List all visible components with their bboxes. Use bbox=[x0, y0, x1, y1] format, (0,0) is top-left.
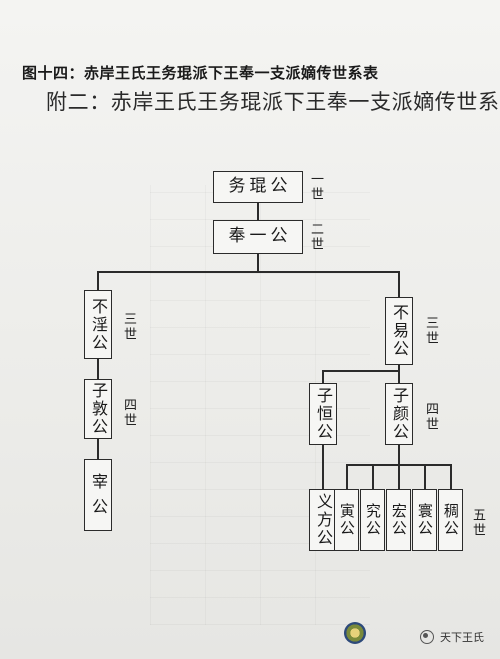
generation-label-4-left: 四世 bbox=[121, 398, 136, 428]
watermark-text: 天下王氏 bbox=[440, 631, 484, 644]
node-zai: 宰 公 bbox=[84, 459, 112, 531]
connector bbox=[398, 271, 400, 298]
node-chou: 稠公 bbox=[438, 489, 463, 551]
connector bbox=[97, 271, 99, 291]
node-ziheng: 子恒公 bbox=[309, 383, 337, 445]
connector bbox=[257, 202, 259, 220]
connector bbox=[97, 438, 99, 460]
node-hong: 宏公 bbox=[386, 489, 411, 551]
node-fengyi: 奉一公 bbox=[213, 220, 303, 254]
connector bbox=[322, 445, 324, 490]
generation-label-3-left: 三世 bbox=[121, 312, 136, 342]
node-jiu: 究公 bbox=[360, 489, 385, 551]
connector bbox=[372, 464, 374, 490]
connector bbox=[97, 358, 99, 380]
generation-label-3-right: 三世 bbox=[423, 316, 438, 346]
connector bbox=[257, 253, 259, 272]
watermark: 天下王氏 bbox=[420, 629, 484, 645]
wechat-channel-icon bbox=[420, 630, 434, 644]
connector bbox=[398, 464, 400, 490]
connector bbox=[424, 464, 426, 490]
node-huan: 寰公 bbox=[412, 489, 437, 551]
generation-label-1: 一世 bbox=[308, 172, 323, 202]
connector bbox=[450, 464, 452, 490]
generation-label-4-right: 四世 bbox=[423, 402, 438, 432]
connector bbox=[398, 445, 400, 465]
node-yin: 寅公 bbox=[334, 489, 359, 551]
generation-label-5: 五世 bbox=[470, 508, 485, 538]
appendix-title: 附二：赤岸王氏王务琨派下王奉一支派嫡传世系表 bbox=[46, 90, 500, 114]
connector bbox=[97, 271, 399, 273]
node-buyin: 不淫公 bbox=[84, 290, 112, 359]
node-yifang: 义方公 bbox=[309, 489, 337, 551]
connector bbox=[398, 364, 400, 384]
generation-label-2: 二世 bbox=[308, 222, 323, 252]
connector bbox=[322, 370, 324, 384]
connector bbox=[322, 370, 400, 372]
node-ziyan: 子颜公 bbox=[385, 383, 413, 445]
connector bbox=[346, 464, 348, 490]
figure-title: 图十四：赤岸王氏王务琨派下王奉一支派嫡传世系表 bbox=[22, 64, 379, 82]
emblem-seal-icon bbox=[344, 622, 366, 644]
node-wukun: 务琨公 bbox=[213, 171, 303, 203]
node-buyi: 不易公 bbox=[385, 297, 413, 365]
node-zidun: 子敦公 bbox=[84, 379, 112, 439]
